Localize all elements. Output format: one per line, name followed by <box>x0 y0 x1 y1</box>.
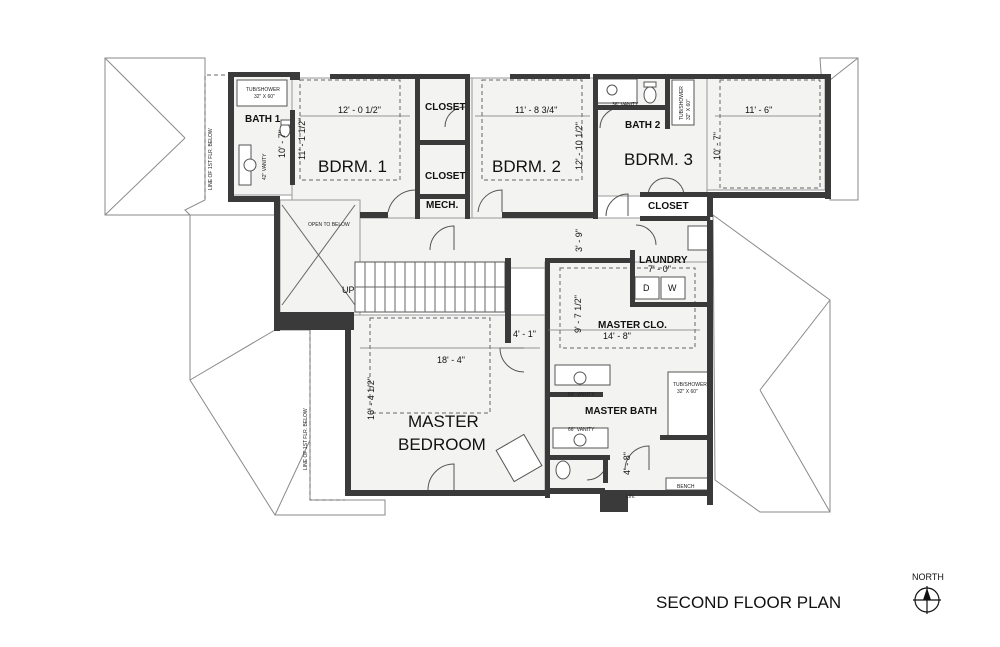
label-bath2-tub-1: TUB/SHOWER <box>679 86 685 120</box>
plan-title: SECOND FLOOR PLAN <box>656 593 841 612</box>
room-label-lin: LIN. <box>626 494 635 500</box>
room-label-bath1: BATH 1 <box>245 114 281 125</box>
fixtures <box>236 78 711 491</box>
room-label-bath2: BATH 2 <box>625 120 661 131</box>
label-bath1-vanity: 42" VANITY <box>262 153 268 180</box>
dim-bdrm3-depth: 10' - 7" <box>712 132 722 160</box>
open-to-below-area <box>281 204 356 306</box>
label-first-floor-line-2: LINE OF 1ST FLR. BELOW <box>303 408 309 470</box>
room-label-laundry: LAUNDRY <box>639 255 688 266</box>
room-label-bdrm2: BDRM. 2 <box>492 157 561 176</box>
label-master-tub-1: TUB/SHOWER <box>673 382 707 388</box>
label-bath2-vanity: 36" VANITY <box>612 102 639 108</box>
dim-bath1-depth: 10' - 7" <box>277 130 287 158</box>
walls <box>228 72 831 512</box>
dim-bdrm2-depth: 12' - 10 1/2" <box>574 122 584 170</box>
dimension-lines <box>300 115 820 349</box>
dim-master-clo-width: 14' - 8" <box>603 331 631 341</box>
dim-master-bed-width: 18' - 4" <box>437 355 465 365</box>
stair-treads <box>354 261 506 313</box>
label-master-tub-2: 32" X 60" <box>677 389 698 395</box>
roof-outlines <box>104 57 859 516</box>
dim-laundry-width: 7' - 0" <box>648 264 671 274</box>
room-fills <box>231 74 826 494</box>
room-label-master-bath: MASTER BATH <box>585 406 657 417</box>
room-label-closet-1: CLOSET <box>425 102 466 113</box>
first-floor-line <box>204 74 345 501</box>
label-bath1-tub-2: 32" X 60" <box>254 94 275 100</box>
label-bench: BENCH <box>677 484 695 490</box>
label-up: UP <box>342 285 355 295</box>
label-bath2-tub-2: 32" X 60" <box>686 99 692 120</box>
dim-bdrm1-width: 12' - 0 1/2" <box>338 105 381 115</box>
dim-bdrm3-width: 11' - 6" <box>745 105 772 115</box>
label-dryer: D <box>643 283 650 293</box>
dim-master-bed-depth: 16' - 4 1/2" <box>366 377 376 420</box>
north-arrow: NORTH <box>912 572 944 614</box>
label-first-floor-line-1: LINE OF 1ST FLR. BELOW <box>208 128 214 190</box>
dim-hall-width: 3' - 9" <box>574 229 584 252</box>
room-label-closet-3: CLOSET <box>648 201 689 212</box>
room-label-master-clo: MASTER CLO. <box>598 320 667 331</box>
beds <box>299 79 821 414</box>
room-label-bdrm3: BDRM. 3 <box>624 150 693 169</box>
dim-bdrm2-width: 11' - 8 3/4" <box>515 105 557 115</box>
room-label-master-bedroom-1: MASTER <box>408 412 479 431</box>
label-washer: W <box>668 283 677 293</box>
room-label-bdrm1: BDRM. 1 <box>318 157 387 176</box>
dim-master-clo-depth: 9' - 7 1/2" <box>573 295 583 333</box>
label-open-to-below: OPEN TO BELOW <box>308 222 350 228</box>
dim-bdrm1-depth: 11' - 1 1/2" <box>297 118 307 160</box>
label-bath1-tub-1: TUB/SHOWER <box>246 87 280 93</box>
room-label-closet-2: CLOSET <box>425 171 466 182</box>
label-master-vanity-2: 66" VANITY <box>568 427 595 433</box>
dim-bath-depth: 4' - 8" <box>622 452 632 475</box>
room-label-master-bedroom-2: BEDROOM <box>398 435 486 454</box>
label-master-vanity-1: 66" VANITY <box>568 392 595 398</box>
dim-passage-width: 4' - 1" <box>513 329 536 339</box>
north-label: NORTH <box>912 572 944 582</box>
room-label-mech: MECH. <box>426 200 458 211</box>
